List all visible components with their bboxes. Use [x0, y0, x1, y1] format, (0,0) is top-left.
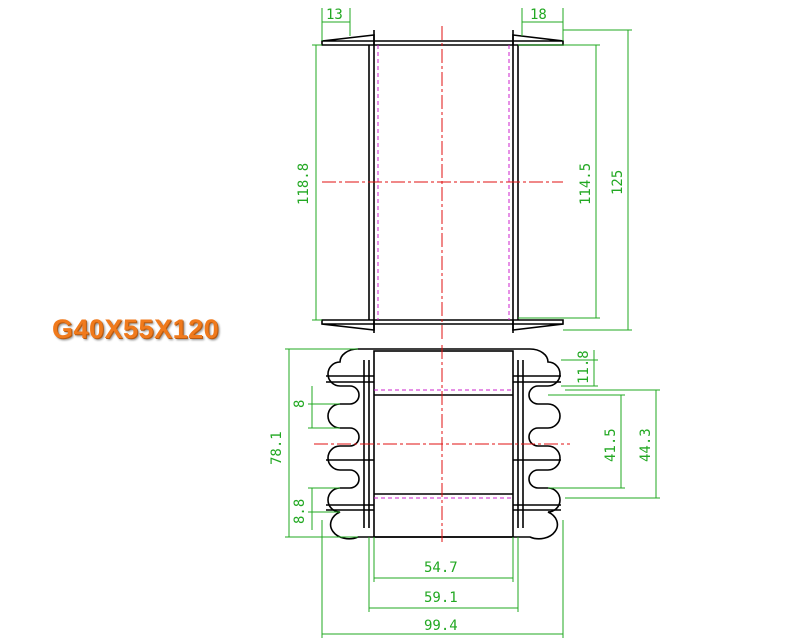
dim-bottom-slot-width: 8.8 — [292, 499, 308, 524]
part-number-title: G40X55X120 — [52, 314, 220, 344]
dim-inner-core-width: 54.7 — [424, 560, 458, 576]
side-view-dimensions — [312, 8, 632, 331]
dim-overall-length: 99.4 — [424, 618, 458, 634]
dim-core-width: 59.1 — [424, 590, 458, 606]
end-view-hidden — [374, 389, 513, 499]
dim-window-height: 41.5 — [603, 428, 619, 462]
end-flange-outline — [327, 348, 561, 540]
dim-slot-width: 8 — [292, 400, 308, 408]
dim-inner-height-right: 114.5 — [578, 163, 594, 205]
dim-overall-height: 125 — [610, 170, 626, 195]
dim-flange-right-width: 18 — [530, 7, 547, 23]
side-view — [321, 26, 564, 340]
dim-inner-height-left: 118.8 — [296, 163, 312, 205]
dim-overall-width-end: 78.1 — [269, 431, 285, 465]
end-view-centerlines — [314, 345, 570, 542]
dim-flange-left-width: 13 — [326, 7, 343, 23]
end-view-dimensions — [285, 348, 660, 638]
dim-window-outer: 44.3 — [638, 428, 654, 462]
dim-end-flange-top: 11.8 — [576, 350, 592, 384]
